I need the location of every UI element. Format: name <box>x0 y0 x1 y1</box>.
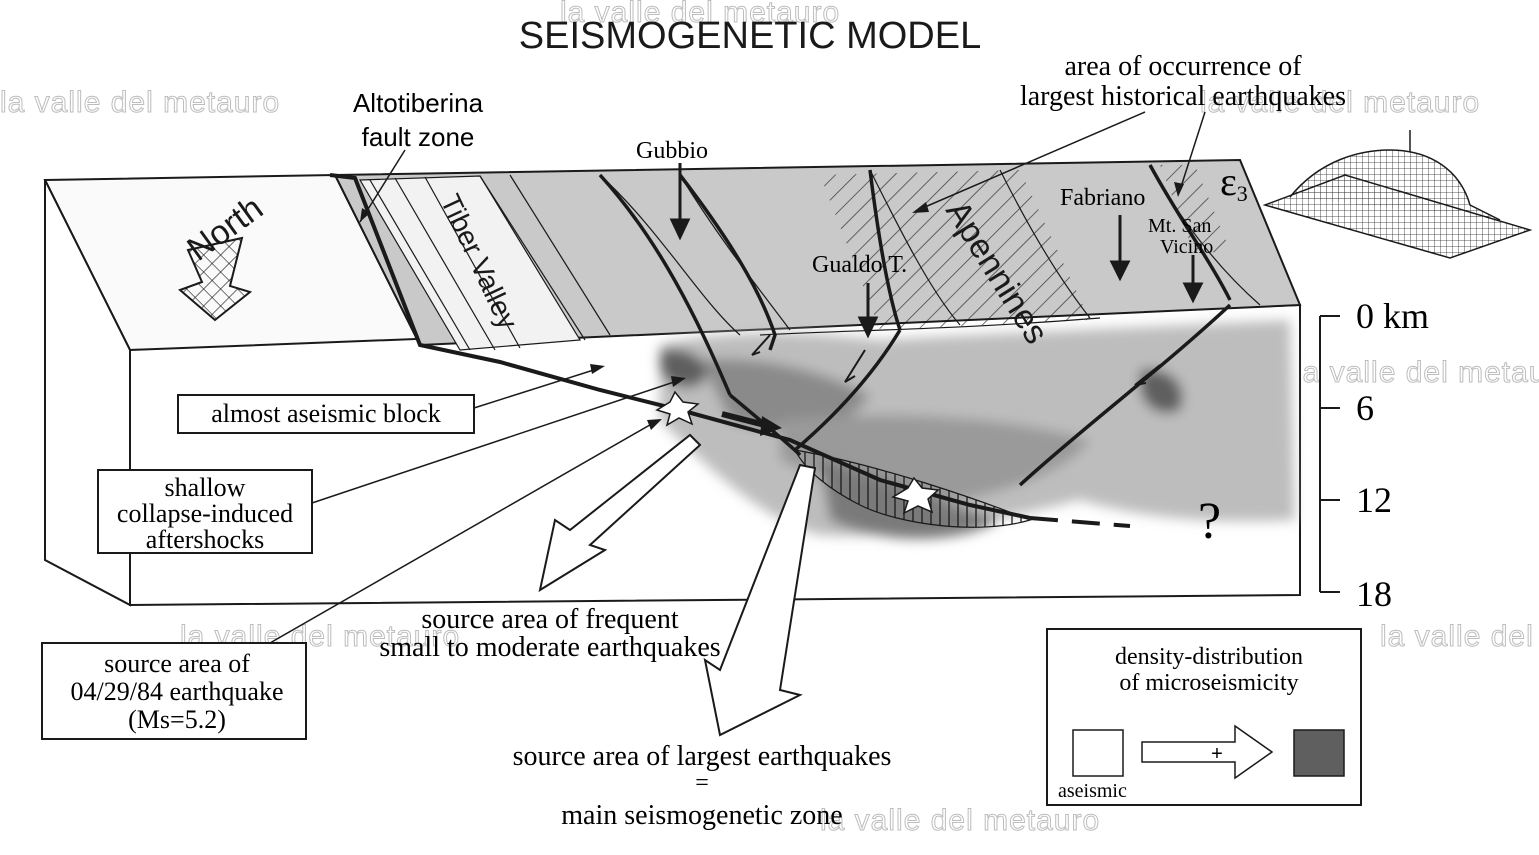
half-arrow-gubbio <box>751 334 771 356</box>
legend-plus: + <box>1211 743 1223 765</box>
altotiberina-pointer <box>359 149 406 223</box>
watermark-text: la valle del metauro <box>0 86 280 119</box>
altotiberina-label-2: fault zone <box>362 122 475 152</box>
tiber-valley-floor <box>358 175 582 351</box>
largest-quakes-arrow <box>703 463 817 737</box>
legend-high-swatch <box>1293 729 1345 777</box>
earthquake-star-1984 <box>655 390 700 427</box>
legend-low-label: aseismic <box>1058 780 1127 802</box>
watermark-text: la valle del metauro <box>1380 620 1539 653</box>
historical-label-2: largest historical earthquakes <box>1020 81 1346 112</box>
slip-arrow <box>721 411 766 428</box>
half-arrow-east <box>1134 364 1161 386</box>
largest-label-3: main seismogenetic zone <box>561 800 842 831</box>
altotiberina-fault-dashed <box>1029 516 1131 528</box>
historical-pointer-1-head <box>912 202 929 213</box>
shallow-label-2: collapse-induced <box>117 499 293 528</box>
frequent-quakes-arrow <box>538 433 702 593</box>
slip-arrow-head <box>760 416 782 436</box>
historical-label-1: area of occurrence of <box>1064 51 1302 82</box>
shallow-aftershocks-callout: shallow collapse-induced aftershocks <box>97 376 686 554</box>
source-1984-label-1: source area of <box>104 649 250 678</box>
epsilon-label: ε3 <box>1220 159 1248 206</box>
depth-tick-6: 6 <box>1356 388 1374 428</box>
watermark-text: la valle del metauro <box>560 0 840 29</box>
historical-pointer-1 <box>917 111 1146 211</box>
strain-surface-icon <box>1262 130 1533 259</box>
altotiberina-label-1: Altotiberina <box>353 88 484 118</box>
microseismicity-shading <box>660 320 1295 539</box>
watermark-text: la valle del metauro <box>820 804 1100 837</box>
altotiberina-pointer-head <box>360 208 370 222</box>
unknown-continuation-mark: ? <box>1198 493 1221 550</box>
san-vicino-label-2: Vicino <box>1160 236 1213 258</box>
normal-faults <box>598 164 1232 487</box>
watermark-text: la valle del metauro <box>1295 356 1539 389</box>
historical-pointer-2 <box>1179 111 1206 191</box>
shallow-label-3: aftershocks <box>146 525 264 554</box>
largest-label-2: = <box>695 770 709 796</box>
downthrow-arrows <box>669 163 1204 339</box>
diagram-title: SEISMOGENETIC MODEL <box>519 15 981 57</box>
density-legend: density-distribution of microseismicity … <box>1046 628 1362 806</box>
frequent-label-2: small to moderate earthquakes <box>379 632 720 663</box>
legend-title-2: of microseismicity <box>1119 670 1298 696</box>
aseismic-block-callout: almost aseismic block <box>177 364 605 434</box>
san-vicino-label-1: Mt. San <box>1148 215 1211 237</box>
legend-increase-arrow <box>1141 724 1274 780</box>
half-arrow-gualdo <box>844 349 866 383</box>
gubbio-label: Gubbio <box>636 138 708 164</box>
source-1984-label-3: (Ms=5.2) <box>128 705 226 734</box>
shallow-label-1: shallow <box>165 473 246 502</box>
fabriano-label: Fabriano <box>1060 185 1145 211</box>
legend-title-1: density-distribution <box>1115 644 1303 670</box>
depth-tick-0: 0 km <box>1356 296 1429 336</box>
earthquake-1984-callout: source area of 04/29/84 earthquake (Ms=5… <box>41 419 662 740</box>
source-1984-label-2: 04/29/84 earthquake <box>71 677 284 706</box>
depth-scale: 0 km 6 12 18 <box>1319 296 1429 614</box>
legend-low-swatch <box>1072 729 1124 777</box>
earthquake-star-deep <box>891 476 940 515</box>
historical-quake-hatch <box>820 170 1090 330</box>
historical-pointer-2-head <box>1174 182 1184 197</box>
largest-label-1: source area of largest earthquakes <box>513 741 892 772</box>
gualdo-label: Gualdo T. <box>812 252 907 278</box>
crustal-block <box>43 158 1302 607</box>
frequent-label-1: source area of frequent <box>421 604 679 635</box>
depth-tick-12: 12 <box>1356 480 1392 520</box>
aseismic-block-label: almost aseismic block <box>211 399 441 428</box>
depth-tick-18: 18 <box>1356 574 1392 614</box>
watermark-text: la valle del metauro <box>1200 86 1480 119</box>
